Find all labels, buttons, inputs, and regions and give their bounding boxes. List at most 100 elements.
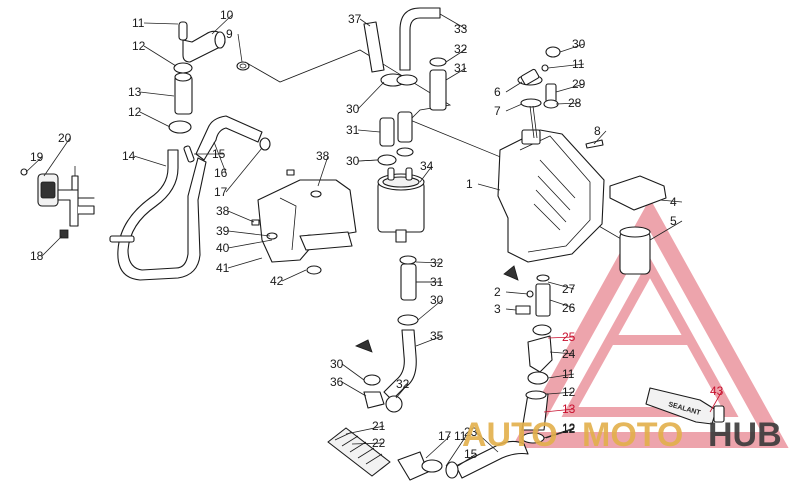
callout-24: 24 — [562, 347, 576, 361]
callout-12: 12 — [562, 421, 576, 435]
callout-36: 36 — [330, 375, 344, 389]
callout-leader-14 — [133, 155, 167, 167]
callout-27: 27 — [562, 282, 576, 296]
callout-leader-28 — [555, 102, 581, 105]
callout-leader-3 — [505, 308, 517, 311]
callout-35: 35 — [430, 329, 444, 343]
callout-leader-9 — [237, 33, 243, 63]
callout-leader-31 — [445, 67, 467, 81]
callout-leader-21 — [345, 425, 385, 435]
callout-10: 10 — [220, 8, 234, 22]
callout-leader-36 — [341, 381, 367, 397]
callout-5: 5 — [670, 214, 677, 228]
callout-20: 20 — [58, 131, 72, 145]
callout-leader-25 — [547, 336, 575, 339]
callout-leader-30 — [357, 81, 385, 110]
callout-11: 11 — [132, 16, 145, 30]
callout-leader-32 — [357, 159, 379, 162]
watermark-wordmark: AUTO MOTO HUB — [462, 416, 782, 454]
callout-leader-1 — [477, 183, 501, 191]
callout-leader-31 — [357, 129, 381, 133]
callout-leader-6 — [505, 81, 523, 93]
callout-leader-12 — [143, 45, 177, 67]
callout-leader-22 — [351, 442, 385, 445]
callout-19: 19 — [30, 150, 44, 164]
callout-leader-30 — [417, 299, 443, 321]
callout-38: 38 — [316, 149, 330, 163]
callout-32: 32 — [430, 256, 444, 270]
callout-leader-11 — [445, 435, 467, 467]
part-hoses-lower-right — [327, 324, 553, 481]
callout-leader-27 — [547, 281, 575, 290]
callout-leader-38 — [317, 155, 329, 187]
callout-leader-10 — [211, 14, 233, 35]
callout-leader-41 — [227, 257, 263, 269]
watermark-part1: AUTO — [462, 416, 558, 454]
callout-leader-30 — [341, 363, 365, 381]
part-evap-canister — [377, 167, 425, 243]
callout-25: 25 — [562, 330, 576, 344]
watermark-part3: HUB — [708, 416, 782, 454]
callout-11: 11 — [572, 57, 585, 71]
callout-1: 1 — [466, 177, 473, 191]
callout-leader-11 — [547, 373, 575, 379]
callout-8: 8 — [594, 124, 601, 138]
callout-leader-32 — [395, 383, 409, 399]
callout-30: 30 — [430, 293, 444, 307]
callout-12: 12 — [562, 422, 576, 436]
callout-13: 13 — [128, 85, 142, 99]
part-mounting-bracket — [251, 169, 357, 275]
callout-12: 12 — [132, 39, 146, 53]
watermark-part2: MOTO — [582, 416, 683, 454]
callout-43: 43 — [710, 384, 724, 398]
watermark-logo-triangle — [511, 198, 789, 448]
callout-29: 29 — [572, 77, 586, 91]
callout-leader-40 — [227, 239, 273, 249]
callout-leader-30 — [559, 43, 585, 53]
callout-42: 42 — [270, 274, 284, 288]
callout-31: 31 — [454, 61, 468, 75]
callout-leader-5 — [649, 220, 683, 241]
callout-39: 39 — [216, 224, 230, 238]
callout-leader-19 — [25, 156, 43, 173]
callout-30: 30 — [572, 37, 586, 51]
callout-11: 11 — [454, 429, 467, 443]
callout-37: 37 — [348, 12, 362, 26]
part-hose-upper-left — [109, 21, 271, 281]
callout-leader-17 — [225, 147, 263, 193]
callout-leader-39 — [227, 230, 271, 237]
callout-4: 4 — [670, 195, 677, 209]
callout-leader-18 — [41, 235, 63, 257]
callout-14: 14 — [122, 149, 136, 163]
callout-leader-11 — [547, 63, 585, 69]
callout-leader-29 — [555, 83, 585, 93]
callout-leader-17 — [425, 435, 451, 459]
callout-30: 30 — [330, 357, 344, 371]
callout-17: 17 — [438, 429, 452, 443]
callout-leader-24 — [549, 351, 575, 355]
callout-16: 16 — [214, 166, 228, 180]
callout-17: 17 — [214, 185, 228, 199]
callout-leader-33 — [439, 13, 467, 30]
callout-26: 26 — [562, 301, 576, 315]
callout-15: 15 — [464, 447, 478, 461]
callout-32: 32 — [396, 377, 410, 391]
callout-leader-12 — [545, 428, 575, 439]
callout-12: 12 — [562, 385, 576, 399]
callout-leader-13 — [139, 91, 175, 97]
callout-30: 30 — [346, 154, 360, 168]
part-solenoid-valve — [20, 166, 95, 239]
callout-3: 3 — [494, 302, 501, 316]
callout-12: 12 — [128, 105, 142, 119]
callout-7: 7 — [494, 104, 501, 118]
callout-leader-12 — [543, 427, 575, 439]
callout-leader-12 — [547, 391, 575, 395]
callout-18: 18 — [30, 249, 44, 263]
callout-40: 40 — [216, 241, 230, 255]
callout-32: 32 — [454, 42, 468, 56]
callout-leader-11 — [143, 22, 179, 25]
callout-leader-4 — [659, 199, 683, 203]
